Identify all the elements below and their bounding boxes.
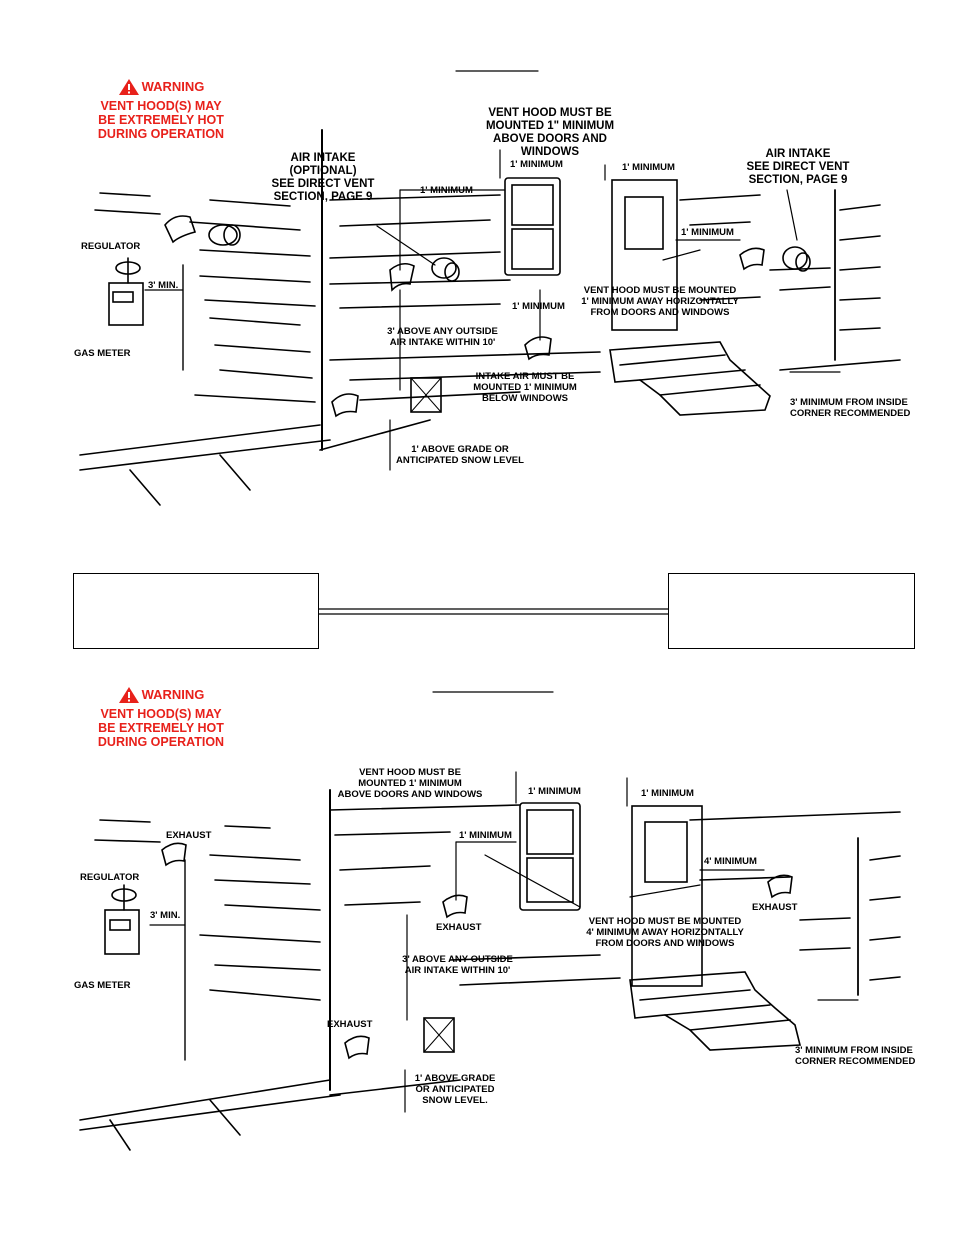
- regulator-label: REGULATOR: [80, 872, 140, 883]
- bottom-steps: [629, 971, 802, 1051]
- min-window-top-label: 1' MINIMUM: [528, 786, 581, 797]
- min-left-label: 1' MINIMUM: [420, 185, 473, 196]
- gas-meter-label: GAS METER: [74, 348, 131, 359]
- air-intake-right-label: AIR INTAKE SEE DIRECT VENT SECTION, PAGE…: [746, 148, 850, 186]
- min-right-label: 1' MINIMUM: [681, 227, 734, 238]
- callout-box-right: [668, 573, 915, 649]
- warning-triangle-icon: [118, 79, 139, 95]
- callout-box-left: [73, 573, 319, 649]
- intake-below-label: INTAKE AIR MUST BE MOUNTED 1' MINIMUM BE…: [473, 371, 577, 404]
- bottom-dimension-arrows: [149, 771, 859, 1113]
- min-left-label: 1' MINIMUM: [459, 830, 512, 841]
- bottom-door: [631, 805, 703, 987]
- exhaust-low-label: EXHAUST: [327, 1019, 373, 1030]
- top-wall-siding: [79, 129, 901, 506]
- vent-hood-above-label: VENT HOOD MUST BE MOUNTED 1" MINIMUM ABO…: [485, 107, 615, 158]
- warning-triangle-icon: [118, 687, 139, 703]
- grade-label: 1' ABOVE GRADE OR ANTICIPATED SNOW LEVEL…: [414, 1073, 496, 1106]
- inside-corner-label: 3' MINIMUM FROM INSIDE CORNER RECOMMENDE…: [790, 397, 911, 419]
- three-above-label: 3' ABOVE ANY OUTSIDE AIR INTAKE WITHIN 1…: [402, 954, 513, 976]
- min-door-top-label: 1' MINIMUM: [622, 162, 675, 173]
- four-min-label: 4' MINIMUM: [704, 856, 757, 867]
- inside-corner-label: 3' MINIMUM FROM INSIDE CORNER RECOMMENDE…: [795, 1045, 916, 1067]
- bottom-vent-hoods: [161, 842, 793, 1060]
- horizontal-distance-label: VENT HOOD MUST BE MOUNTED 4' MINIMUM AWA…: [586, 916, 744, 949]
- top-dimension-arrows: [144, 149, 841, 471]
- warning-title: WARNING: [141, 79, 205, 94]
- min-door-top-label: 1' MINIMUM: [641, 788, 694, 799]
- gas-meter-label: GAS METER: [74, 980, 131, 991]
- vent-hood-above-label: VENT HOOD MUST BE MOUNTED 1' MINIMUM ABO…: [337, 767, 483, 800]
- exhaust-top-label: EXHAUST: [166, 830, 212, 841]
- top-door: [611, 179, 678, 331]
- grade-label: 1' ABOVE GRADE OR ANTICIPATED SNOW LEVEL: [396, 444, 524, 466]
- top-window: [504, 177, 561, 276]
- exhaust-right-label: EXHAUST: [752, 902, 798, 913]
- min-below-label: 1' MINIMUM: [512, 301, 565, 312]
- three-min-label: 3' MIN.: [148, 280, 179, 291]
- air-intake-optional-label: AIR INTAKE (OPTIONAL) SEE DIRECT VENT SE…: [271, 152, 375, 203]
- three-min-label: 3' MIN.: [150, 910, 181, 921]
- horizontal-distance-label: VENT HOOD MUST BE MOUNTED 1' MINIMUM AWA…: [581, 285, 739, 318]
- bottom-warning: WARNING VENT HOOD(S) MAY BE EXTREMELY HO…: [86, 686, 236, 749]
- top-gas-meter: [108, 257, 144, 326]
- exhaust-mid-label: EXHAUST: [436, 922, 482, 933]
- three-above-label: 3' ABOVE ANY OUTSIDE AIR INTAKE WITHIN 1…: [387, 326, 498, 348]
- bottom-window: [519, 802, 581, 911]
- bottom-gas-meter: [104, 884, 140, 955]
- warning-title: WARNING: [141, 687, 205, 702]
- top-vent-hoods: [164, 215, 811, 418]
- regulator-label: REGULATOR: [81, 241, 141, 252]
- warning-text: VENT HOOD(S) MAY BE EXTREMELY HOT DURING…: [97, 99, 225, 141]
- top-steps: [609, 341, 771, 416]
- min-window-top-label: 1' MINIMUM: [510, 159, 563, 170]
- warning-text: VENT HOOD(S) MAY BE EXTREMELY HOT DURING…: [97, 707, 225, 749]
- bottom-wall-siding: [79, 789, 901, 1151]
- top-warning: WARNING VENT HOOD(S) MAY BE EXTREMELY HO…: [86, 78, 236, 141]
